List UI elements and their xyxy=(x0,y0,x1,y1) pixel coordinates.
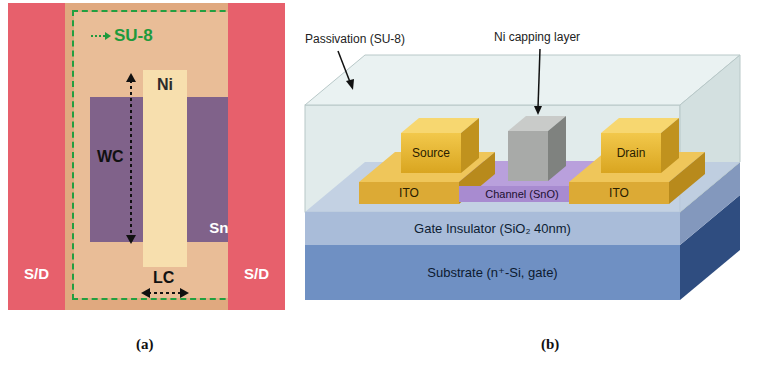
part-label: Ni capping layer xyxy=(494,30,580,44)
node-text: ITO xyxy=(399,186,419,200)
ni-strip xyxy=(143,70,187,267)
dimension-label: WC xyxy=(97,148,124,166)
gate-insulator-layer: Gate Insulator (SiO₂ 40nm) xyxy=(305,212,680,245)
node-text: Drain xyxy=(617,146,646,160)
micrograph-frame xyxy=(8,3,285,310)
ni-cap-front xyxy=(508,131,548,181)
node-text: Source xyxy=(412,146,450,160)
ni-strip: Ni xyxy=(143,70,187,267)
leader-arrow xyxy=(538,49,540,108)
ito-block: ITO xyxy=(359,182,459,204)
passivation-front xyxy=(305,105,680,212)
substrate-layer: Substrate (n⁺-Si, gate) xyxy=(305,245,680,300)
drain-side xyxy=(661,118,679,173)
node-text: Substrate (n⁺-Si, gate) xyxy=(427,265,557,280)
source-block: Source xyxy=(401,133,461,173)
node-text: Channel (SnO) xyxy=(485,188,558,200)
dimension-arrow xyxy=(148,292,182,294)
su8-arrow xyxy=(91,35,106,37)
dimension-label: LC xyxy=(153,269,174,287)
passivation-top xyxy=(305,55,740,105)
arrowhead xyxy=(126,235,136,244)
node-text: ITO xyxy=(609,186,629,200)
part-label: Passivation (SU-8) xyxy=(305,32,405,46)
node-text: Ni xyxy=(157,76,173,94)
node-text: S/D xyxy=(244,265,269,282)
channel-film: SnO xyxy=(90,97,250,242)
panel-label: (a) xyxy=(136,336,154,353)
ni-cap-side xyxy=(548,116,566,181)
node-text: S/D xyxy=(24,265,49,282)
panel-label: (b) xyxy=(541,336,559,353)
arrowhead xyxy=(180,288,189,298)
drain-block: Drain xyxy=(601,133,661,173)
node-text: Gate Insulator (SiO₂ 40nm) xyxy=(414,221,571,236)
electrode-pad: S/D xyxy=(8,3,65,310)
electrode-pad: S/D xyxy=(228,3,285,310)
arrowhead xyxy=(534,106,542,115)
ito-block: ITO xyxy=(569,182,669,204)
su8-arrowhead xyxy=(105,32,111,40)
node-text: SU-8 xyxy=(114,26,153,46)
arrowhead xyxy=(126,73,136,82)
arrowhead xyxy=(346,79,354,90)
arrowhead xyxy=(141,288,150,298)
leader-arrow xyxy=(338,51,350,82)
dimension-arrow xyxy=(130,80,132,237)
source-side xyxy=(461,118,479,173)
